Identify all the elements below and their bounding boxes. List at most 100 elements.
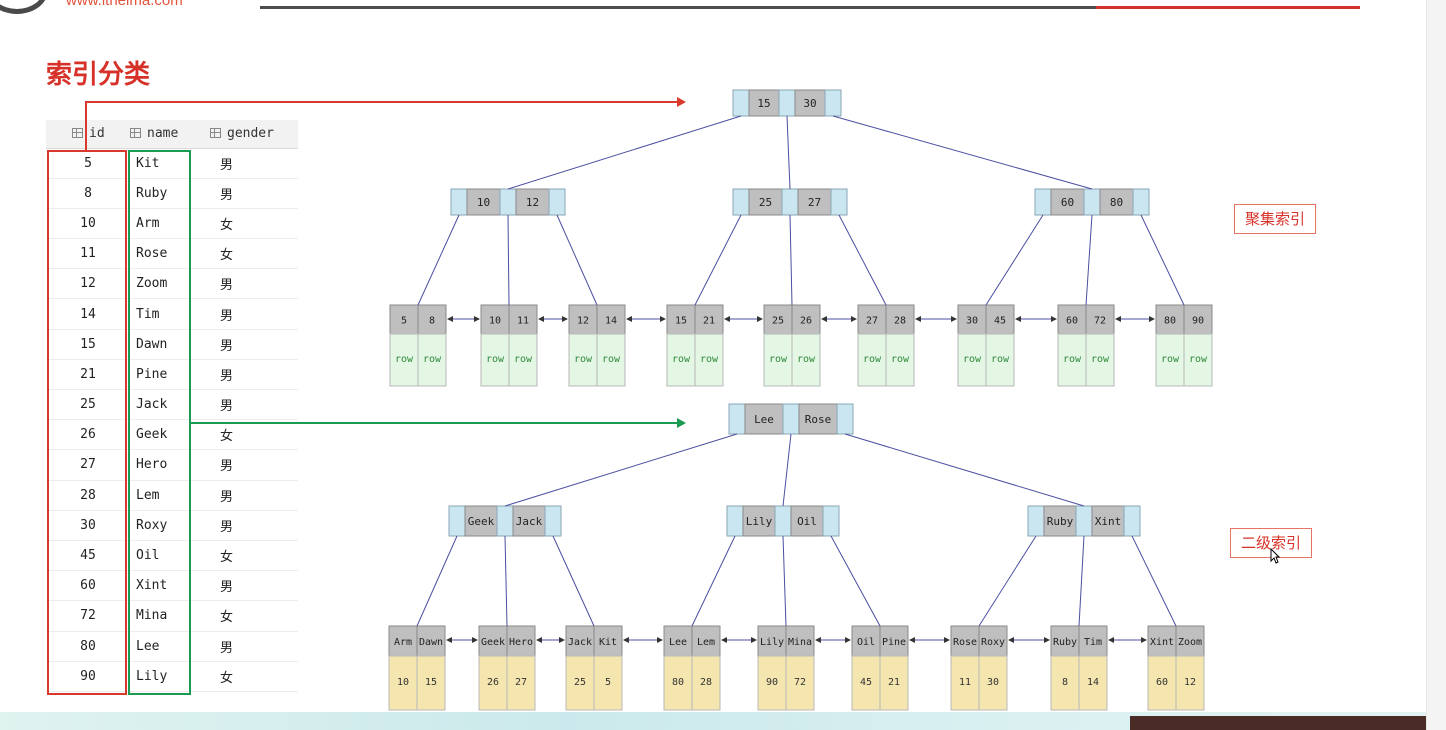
clustered-leaf-key: 15 [675,316,687,327]
cell-gender: 男 [206,268,298,300]
clustered-leaf-value: row [672,354,691,365]
column-icon [130,128,141,139]
clustered-leaf-value: row [602,354,621,365]
cell-gender: 男 [206,178,298,209]
secondary-l2-key-cell [464,505,498,537]
arrow-head-icon [915,316,921,322]
tree-edge [985,214,1044,306]
clustered-leaf-key-cell [885,304,915,335]
cell-name: Lee [126,631,206,662]
arrow-head-icon [1108,637,1114,643]
clustered-leaf-value-cell [791,333,821,387]
secondary-leaf-value: 80 [672,677,684,688]
arrow-head-icon [815,637,821,643]
cell-id: 90 [46,661,126,692]
secondary-leaf-value: 72 [794,677,806,688]
cell-gender: 女 [206,208,298,240]
arrow-head-icon [474,316,480,322]
arrow-head-icon [909,637,915,643]
clustered-l2-pointer [830,188,848,216]
cell-gender: 男 [206,449,298,481]
secondary-leaf-key-cell [478,625,508,657]
secondary-leaf-value: 90 [766,677,778,688]
bottom-banner [1130,716,1426,730]
secondary-leaf-value-cell [663,655,693,711]
arrow-head-icon [1008,637,1014,643]
clustered-leaf-key: 8 [429,316,435,327]
cell-gender: 女 [206,238,298,270]
clustered-leaf-key: 45 [994,316,1006,327]
tree-edge [691,535,736,627]
secondary-l2-key: Oil [797,515,817,528]
cell-name: Jack [126,389,206,421]
cell-id: 5 [46,148,126,179]
arrow-head-icon [536,637,542,643]
arrow-right-icon [677,97,686,107]
clustered-l2-pointer [1132,188,1150,216]
secondary-leaf-key: Rose [953,637,977,648]
clustered-l2-pointer [781,188,799,216]
secondary-leaf-key: Mina [788,637,812,648]
arrow-head-icon [623,637,629,643]
clustered-root-pointer [824,89,842,117]
secondary-leaf-key-cell [757,625,787,657]
secondary-leaf-value-cell [1175,655,1205,711]
mouse-cursor-icon [1270,548,1280,564]
cell-gender: 女 [206,600,298,632]
secondary-leaf-key-cell [851,625,881,657]
column-header-name[interactable]: name [126,120,206,149]
arrow-head-icon [724,316,730,322]
secondary-leaf-key: Pine [882,637,906,648]
secondary-leaf-value: 12 [1184,677,1196,688]
clustered-l2-pointer [1083,188,1101,216]
clustered-leaf-key: 11 [517,316,529,327]
tree-edge [507,214,510,306]
header-divider [260,6,1360,9]
secondary-leaf-value-cell [1050,655,1080,711]
clustered-l2-key: 12 [526,196,539,209]
cell-id: 72 [46,600,126,632]
secondary-leaf-value: 14 [1087,677,1099,688]
cell-name: Hero [126,449,206,481]
clustered-root-key-cell [794,89,826,117]
top-header-bar: www.itheima.com [0,0,1446,14]
secondary-leaf-value-cell [879,655,909,711]
arrow-right-icon [677,418,686,428]
arrow-head-icon [1044,637,1050,643]
clustered-leaf-value-cell [885,333,915,387]
clustered-leaf-key-cell [957,304,987,335]
tree-edge [838,214,887,306]
secondary-l2-key: Geek [468,515,495,528]
secondary-l2-key-cell [1091,505,1125,537]
column-icon [210,128,221,139]
cell-name: Arm [126,208,206,240]
clustered-leaf-value-cell [985,333,1015,387]
cell-name: Lily [126,661,206,692]
secondary-leaf-key: Tim [1084,637,1102,648]
clustered-root-pointer [778,89,796,117]
column-header-gender[interactable]: gender [206,120,298,149]
secondary-l2-key: Ruby [1047,515,1074,528]
right-scrollbar[interactable] [1426,0,1446,730]
clustered-leaf-key: 26 [800,316,812,327]
clustered-leaf-value-cell [1183,333,1213,387]
